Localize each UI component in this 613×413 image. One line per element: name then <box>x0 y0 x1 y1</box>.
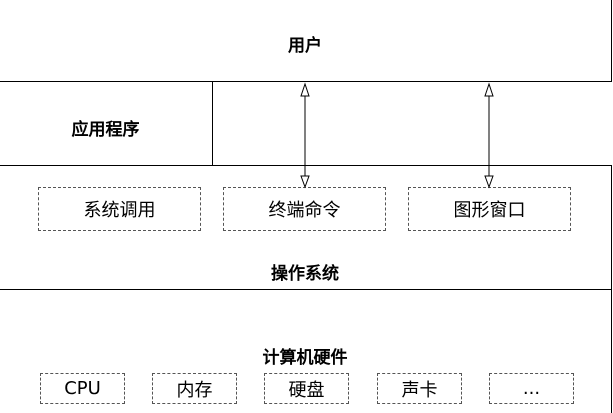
os-layer-label: 操作系统 <box>271 264 339 284</box>
hardware-component-sound-card: 声卡 <box>377 373 462 404</box>
user-layer-label: 用户 <box>288 36 322 56</box>
os-interface-system-call: 系统调用 <box>38 187 201 231</box>
os-interface-graphical-window: 图形窗口 <box>408 187 571 231</box>
hardware-component-cpu: CPU <box>40 373 125 404</box>
os-interface-terminal-command: 终端命令 <box>223 187 386 231</box>
app-layer: 应用程序 <box>0 81 213 167</box>
hardware-component-memory: 内存 <box>152 373 237 404</box>
hardware-component-disk: 硬盘 <box>264 373 349 404</box>
user-layer: 用户 <box>0 0 612 82</box>
hardware-layer-label: 计算机硬件 <box>262 348 348 368</box>
app-layer-label: 应用程序 <box>71 120 140 140</box>
hardware-component-more: ... <box>489 373 574 404</box>
